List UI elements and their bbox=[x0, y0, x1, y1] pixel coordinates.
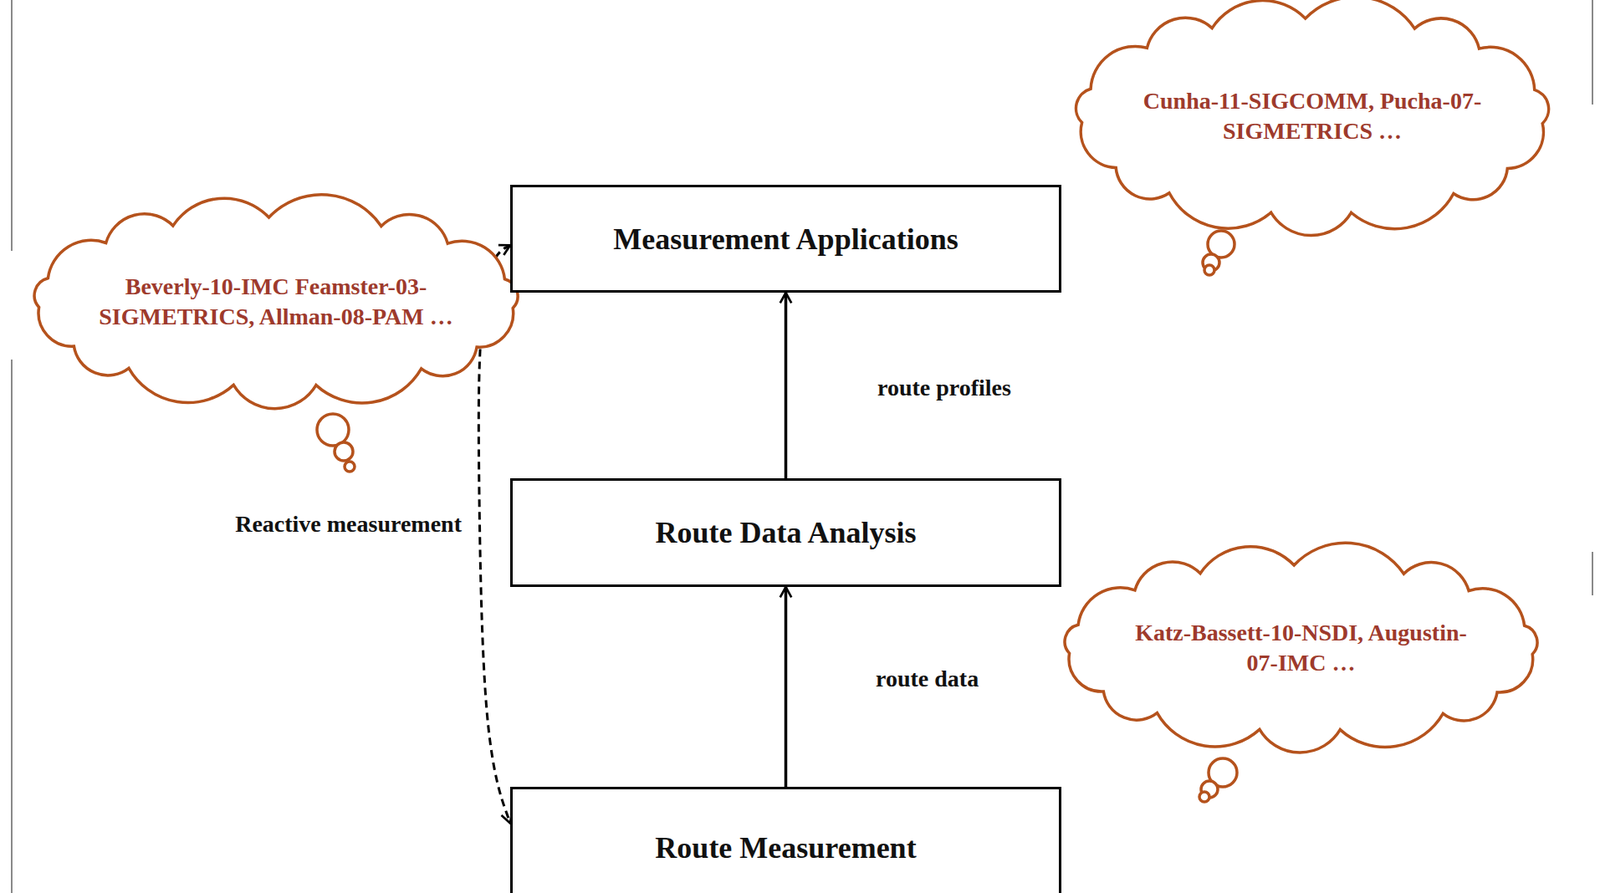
box-title: Measurement Applications bbox=[613, 221, 958, 257]
slide-frame bbox=[11, 0, 1593, 893]
cloud-outline bbox=[10, 189, 542, 415]
box-title: Route Data Analysis bbox=[654, 515, 916, 551]
thought-bubble bbox=[344, 461, 355, 472]
frame-line bbox=[1591, 0, 1594, 105]
thought-bubble bbox=[1204, 265, 1215, 276]
edge-label: Reactive measurement bbox=[232, 511, 465, 538]
citation-list: Katz-Bassett-10-NSDI, Augustin-07-IMC … bbox=[1129, 618, 1473, 679]
cloud-shape bbox=[1076, 0, 1549, 236]
cloud-outline bbox=[1040, 536, 1562, 760]
flow-arrow bbox=[784, 292, 788, 479]
citation-list: Beverly-10-IMC Feamster-03-SIGMETRICS, A… bbox=[83, 271, 469, 333]
frame-line bbox=[10, 359, 13, 893]
cloud-shape bbox=[34, 194, 518, 409]
box-title: Route Measurement bbox=[654, 830, 916, 866]
citation-list: Cunha-11-SIGCOMM, Pucha-07-SIGMETRICS … bbox=[1115, 86, 1509, 147]
cloud-shape bbox=[1064, 542, 1538, 753]
edge-label: route profiles bbox=[874, 374, 1014, 402]
thought-bubble bbox=[334, 442, 353, 461]
thought-bubble bbox=[1199, 792, 1210, 803]
process-box: Measurement Applications bbox=[510, 184, 1062, 293]
citation-cloud: Cunha-11-SIGCOMM, Pucha-07-SIGMETRICS … bbox=[1053, 0, 1572, 243]
process-box: Route Measurement bbox=[510, 787, 1062, 893]
citation-cloud: Katz-Bassett-10-NSDI, Augustin-07-IMC … bbox=[1040, 536, 1562, 760]
process-box: Route Data Analysis bbox=[510, 478, 1062, 588]
citation-cloud: Beverly-10-IMC Feamster-03-SIGMETRICS, A… bbox=[10, 189, 542, 415]
flow-arrow bbox=[784, 587, 788, 788]
frame-line bbox=[10, 0, 13, 251]
edge-label: route data bbox=[873, 665, 982, 693]
frame-line bbox=[1591, 552, 1594, 596]
